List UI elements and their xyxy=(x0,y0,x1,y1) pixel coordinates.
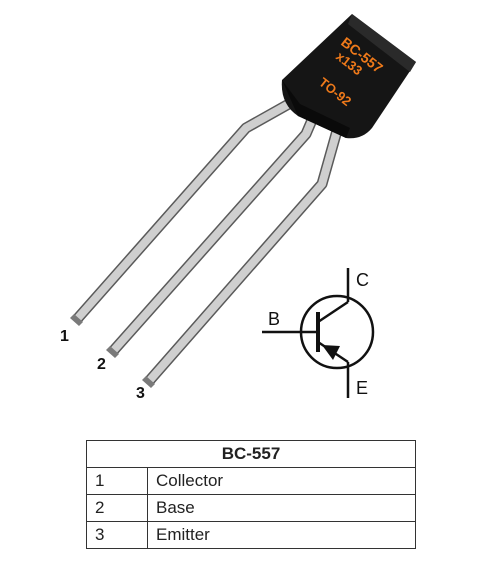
lead-3 xyxy=(142,118,346,388)
lead-1 xyxy=(70,91,306,326)
table-row: 1 Collector xyxy=(86,467,416,495)
symbol-emitter-arrow xyxy=(322,345,340,360)
symbol-collector-label: C xyxy=(356,270,369,290)
pin-number-cell: 1 xyxy=(86,467,148,495)
pinout-table-title: BC-557 xyxy=(86,440,416,468)
pin-3-label: 3 xyxy=(136,385,145,402)
transistor-illustration: BC-557 x133 TO-92 xyxy=(70,14,416,398)
pin-1-label: 1 xyxy=(60,328,69,345)
table-row: 2 Base xyxy=(86,494,416,522)
pin-number-cell: 3 xyxy=(86,521,148,549)
symbol-emitter-label: E xyxy=(356,378,369,398)
pinout-table-header-row: BC-557 xyxy=(86,440,416,468)
pin-name-cell: Base xyxy=(147,494,416,522)
pnp-transistor-symbol xyxy=(262,268,375,398)
pinout-table: BC-557 1 Collector 2 Base 3 Emitter xyxy=(86,440,416,549)
pin-2-label: 2 xyxy=(97,356,106,373)
pin-name-cell: Emitter xyxy=(147,521,416,549)
to92-package-body: BC-557 x133 TO-92 xyxy=(281,14,416,139)
pin-number-cell: 2 xyxy=(86,494,148,522)
pin-name-cell: Collector xyxy=(147,467,416,495)
symbol-collector-diagonal xyxy=(317,300,349,324)
transistor-leads xyxy=(70,91,346,388)
table-row: 3 Emitter xyxy=(86,521,416,549)
symbol-base-label: B xyxy=(268,309,281,329)
